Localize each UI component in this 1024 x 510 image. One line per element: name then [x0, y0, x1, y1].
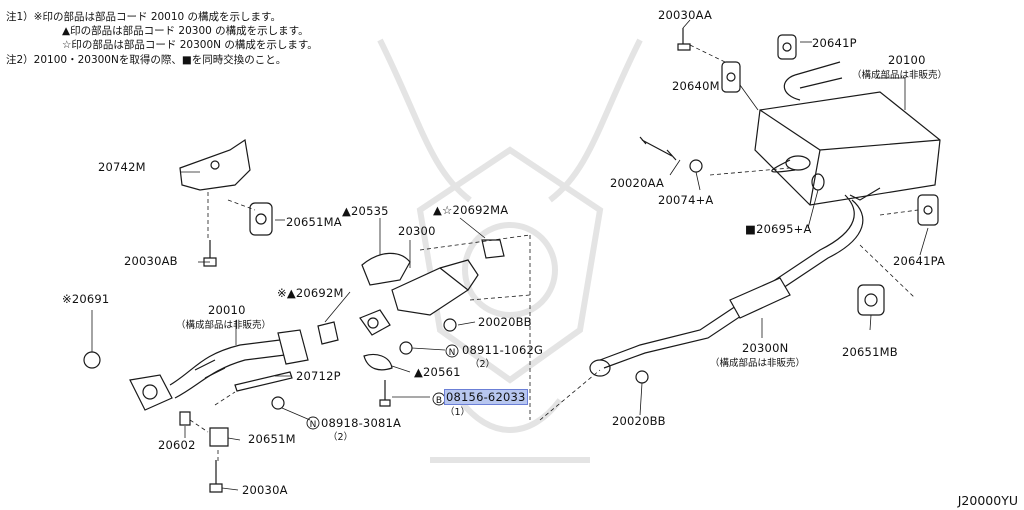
label-20300N-note: （構成部品は非販売） — [710, 358, 806, 369]
label-08918-3081A[interactable]: 08918-3081A — [321, 416, 402, 430]
bolt-08156[interactable] — [379, 380, 391, 407]
label-20742M[interactable]: 20742M — [98, 160, 146, 174]
label-20651MA[interactable]: 20651MA — [286, 215, 342, 229]
hanger-20641PA[interactable] — [917, 194, 939, 226]
label-20010[interactable]: 20010 — [208, 303, 246, 317]
label-20010-note: （構成部品は非販売） — [176, 320, 272, 331]
label-20651M[interactable]: 20651M — [248, 432, 296, 446]
sensor-20602[interactable] — [179, 411, 191, 426]
label-08911-1062G[interactable]: 08911-1062G — [462, 343, 544, 357]
note-1: 注1）※印の部品は部品コード 20010 の構成を示します。 — [6, 11, 282, 23]
label-20535[interactable]: ▲20535 — [342, 204, 389, 218]
label-20561[interactable]: ▲20561 — [414, 365, 461, 379]
label-20030AA[interactable]: 20030AA — [658, 8, 713, 22]
label-20692MA[interactable]: ▲☆20692MA — [433, 203, 509, 217]
label-08911-qty: （2） — [470, 359, 496, 370]
nut-08918[interactable] — [271, 396, 285, 410]
gasket-20692MA[interactable] — [481, 239, 505, 259]
clamp-20561[interactable] — [363, 353, 393, 371]
bolt-20030A[interactable] — [209, 460, 223, 493]
label-08156-qty: （1） — [445, 407, 471, 418]
gasket-20692M[interactable] — [317, 321, 339, 345]
note-2: ▲印の部品は部品コード 20300 の構成を示します。 — [62, 25, 309, 37]
label-20300[interactable]: 20300 — [398, 224, 436, 238]
label-20691[interactable]: ※20691 — [62, 292, 110, 306]
muffler-20100[interactable] — [754, 61, 941, 206]
nut-20020BB-front[interactable] — [443, 318, 457, 332]
note-3: ☆印の部品は部品コード 20300N の構成を示します。 — [62, 39, 318, 51]
nut-08911[interactable] — [399, 341, 413, 355]
label-20030A[interactable]: 20030A — [242, 483, 288, 497]
bracket-20742M[interactable] — [179, 138, 251, 191]
label-20641P[interactable]: 20641P — [812, 36, 857, 50]
symbol-b-08156: B — [436, 396, 442, 406]
label-20020BB-front[interactable]: 20020BB — [478, 315, 532, 329]
label-20651MB[interactable]: 20651MB — [842, 345, 898, 359]
label-20074A[interactable]: 20074+A — [658, 193, 714, 207]
bolt-20030AA[interactable] — [677, 28, 691, 51]
label-20020AA[interactable]: 20020AA — [610, 176, 665, 190]
hanger-20651MA[interactable] — [249, 202, 273, 236]
label-20030AB[interactable]: 20030AB — [124, 254, 178, 268]
label-20100-note: （構成部品は非販売） — [852, 70, 948, 81]
label-20300N[interactable]: 20300N — [742, 341, 789, 355]
label-20695A[interactable]: ■20695+A — [745, 222, 812, 236]
hanger-20640M[interactable] — [721, 61, 741, 93]
bracket-20712P[interactable] — [234, 371, 293, 392]
label-20641PA[interactable]: 20641PA — [893, 254, 946, 268]
stud-20020AA[interactable] — [639, 136, 677, 161]
label-20640M[interactable]: 20640M — [672, 79, 720, 93]
ring-20074A[interactable] — [689, 159, 703, 173]
symbol-n-08911: N — [449, 348, 456, 358]
label-08918-qty: （2） — [328, 432, 354, 443]
watermark-emblem — [377, 38, 643, 463]
bolt-20030AB[interactable] — [203, 240, 217, 267]
hanger-20651M[interactable] — [209, 427, 229, 447]
label-20100[interactable]: 20100 — [888, 53, 926, 67]
label-20712P[interactable]: 20712P — [296, 369, 341, 383]
hanger-20651MB[interactable] — [857, 284, 885, 316]
note-4: 注2）20100・20300Nを取得の際、■を同時交換のこと。 — [6, 54, 287, 66]
label-20692M[interactable]: ※▲20692M — [277, 286, 344, 300]
catalyst-20300[interactable] — [359, 252, 479, 336]
gasket-20691[interactable] — [83, 351, 101, 369]
symbol-n-08918: N — [310, 420, 317, 430]
front-pipe-20010[interactable] — [129, 329, 309, 411]
label-20020BB-rear[interactable]: 20020BB — [612, 414, 666, 428]
label-20602[interactable]: 20602 — [158, 438, 196, 452]
pipe-20300N[interactable] — [589, 194, 864, 377]
nut-20020BB-rear[interactable] — [635, 370, 649, 384]
label-08156-62033-highlighted[interactable]: 08156-62033 — [444, 389, 528, 405]
diagram-code: J20000YU — [957, 493, 1018, 508]
hanger-20641P[interactable] — [777, 34, 797, 60]
